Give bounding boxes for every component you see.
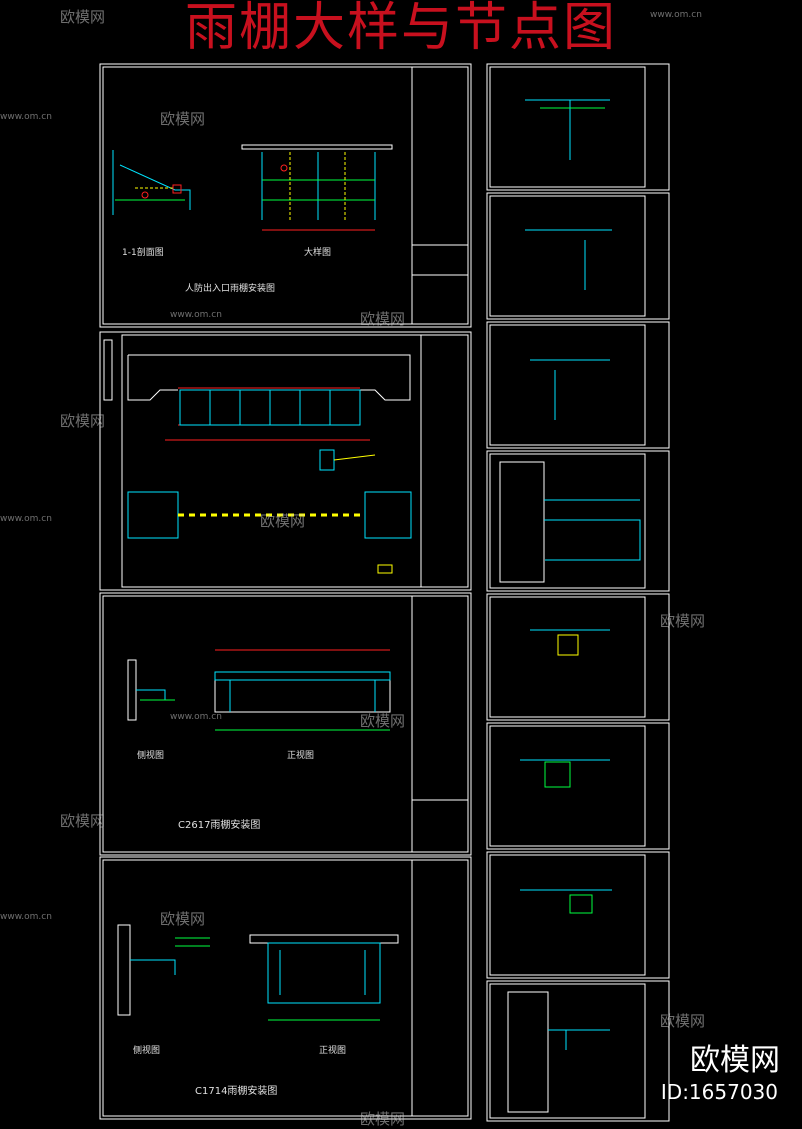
watermark-logo: 欧模网 <box>60 412 106 430</box>
watermark-logo: 欧模网 <box>660 612 706 630</box>
page-title: 雨棚大样与节点图 <box>184 0 617 58</box>
sheet3-right-label: 正视图 <box>287 751 315 761</box>
sheet-3 <box>99 592 472 856</box>
brand-logo: 欧模网 <box>690 1043 780 1078</box>
sheet-2 <box>99 331 472 591</box>
watermark-logo: 欧模网 <box>60 8 106 26</box>
watermark-logo: 欧模网 <box>360 712 406 730</box>
sheet1-caption: 人防出入口雨棚安装图 <box>185 284 276 294</box>
brand-id: ID:1657030 <box>660 1080 778 1104</box>
sheet3-left-label: 侧视图 <box>137 751 165 761</box>
watermark-logo: 欧模网 <box>60 812 106 830</box>
watermark-url: www.om.cn <box>170 712 222 722</box>
sheet1-detail-label: 大样图 <box>304 248 332 258</box>
watermark-logo: 欧模网 <box>360 1110 406 1128</box>
watermark-logo: 欧模网 <box>160 110 206 128</box>
sheet4-caption: C1714雨棚安装图 <box>195 1086 278 1097</box>
sheet-1 <box>99 63 472 328</box>
watermark-url: www.om.cn <box>0 912 52 922</box>
watermark-url: www.om.cn <box>0 112 52 122</box>
watermark-url: www.om.cn <box>170 310 222 320</box>
watermark-logo: 欧模网 <box>160 910 206 928</box>
detail-sheets <box>486 63 670 1122</box>
sheet4-right-label: 正视图 <box>319 1046 347 1056</box>
watermark-url: www.om.cn <box>650 10 702 20</box>
watermark-logo: 欧模网 <box>260 512 306 530</box>
sheet1-section-label: 1-1剖面图 <box>122 248 164 258</box>
sheet-4 <box>99 856 472 1120</box>
sheet4-left-label: 侧视图 <box>133 1046 161 1056</box>
watermark-url: www.om.cn <box>0 514 52 524</box>
sheet3-caption: C2617雨棚安装图 <box>178 820 261 831</box>
watermark-logo: 欧模网 <box>360 310 406 328</box>
watermark-logo: 欧模网 <box>660 1012 706 1030</box>
